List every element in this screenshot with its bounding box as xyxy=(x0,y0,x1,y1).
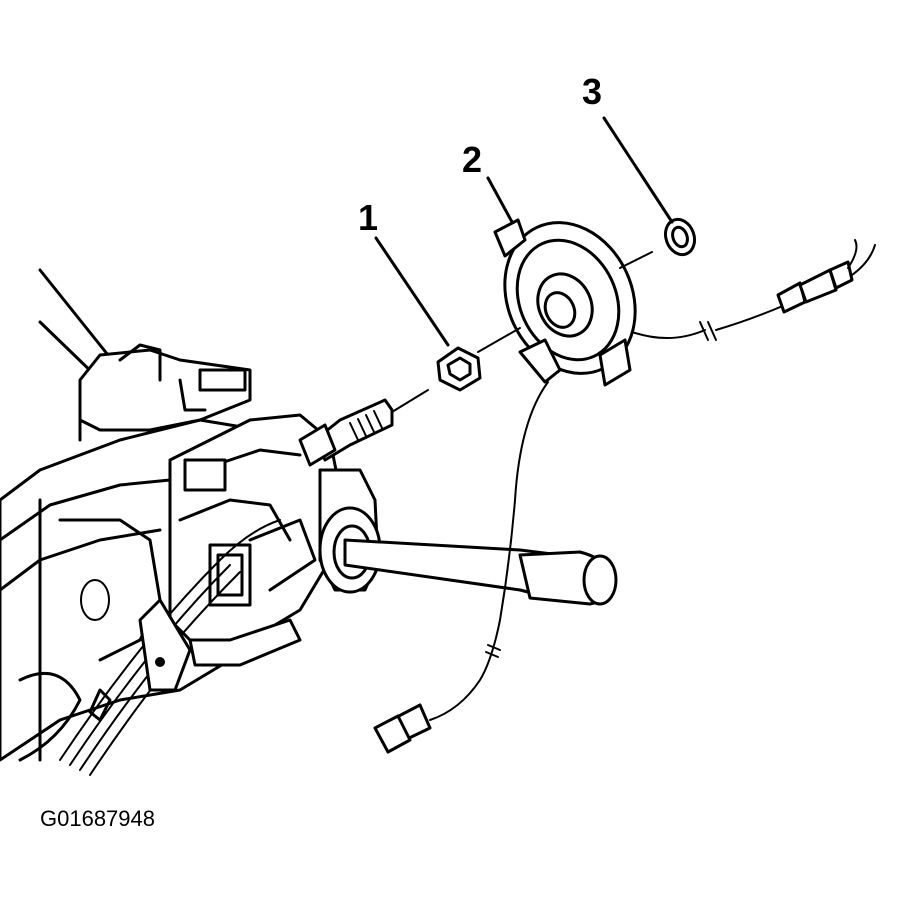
callout-1-label: 1 xyxy=(358,197,378,238)
steering-column xyxy=(0,268,394,776)
callout-leaders xyxy=(374,116,674,347)
callout-2-label: 2 xyxy=(462,139,482,180)
part-2-coil-assembly xyxy=(373,218,876,754)
explode-lines xyxy=(391,251,653,413)
part-1-washer xyxy=(436,346,482,392)
callout-3-label: 3 xyxy=(582,71,602,112)
figure-id-label: G01687948 xyxy=(40,806,155,831)
turn-signal-lever xyxy=(343,538,618,606)
part-3-retaining-ring xyxy=(663,217,697,257)
